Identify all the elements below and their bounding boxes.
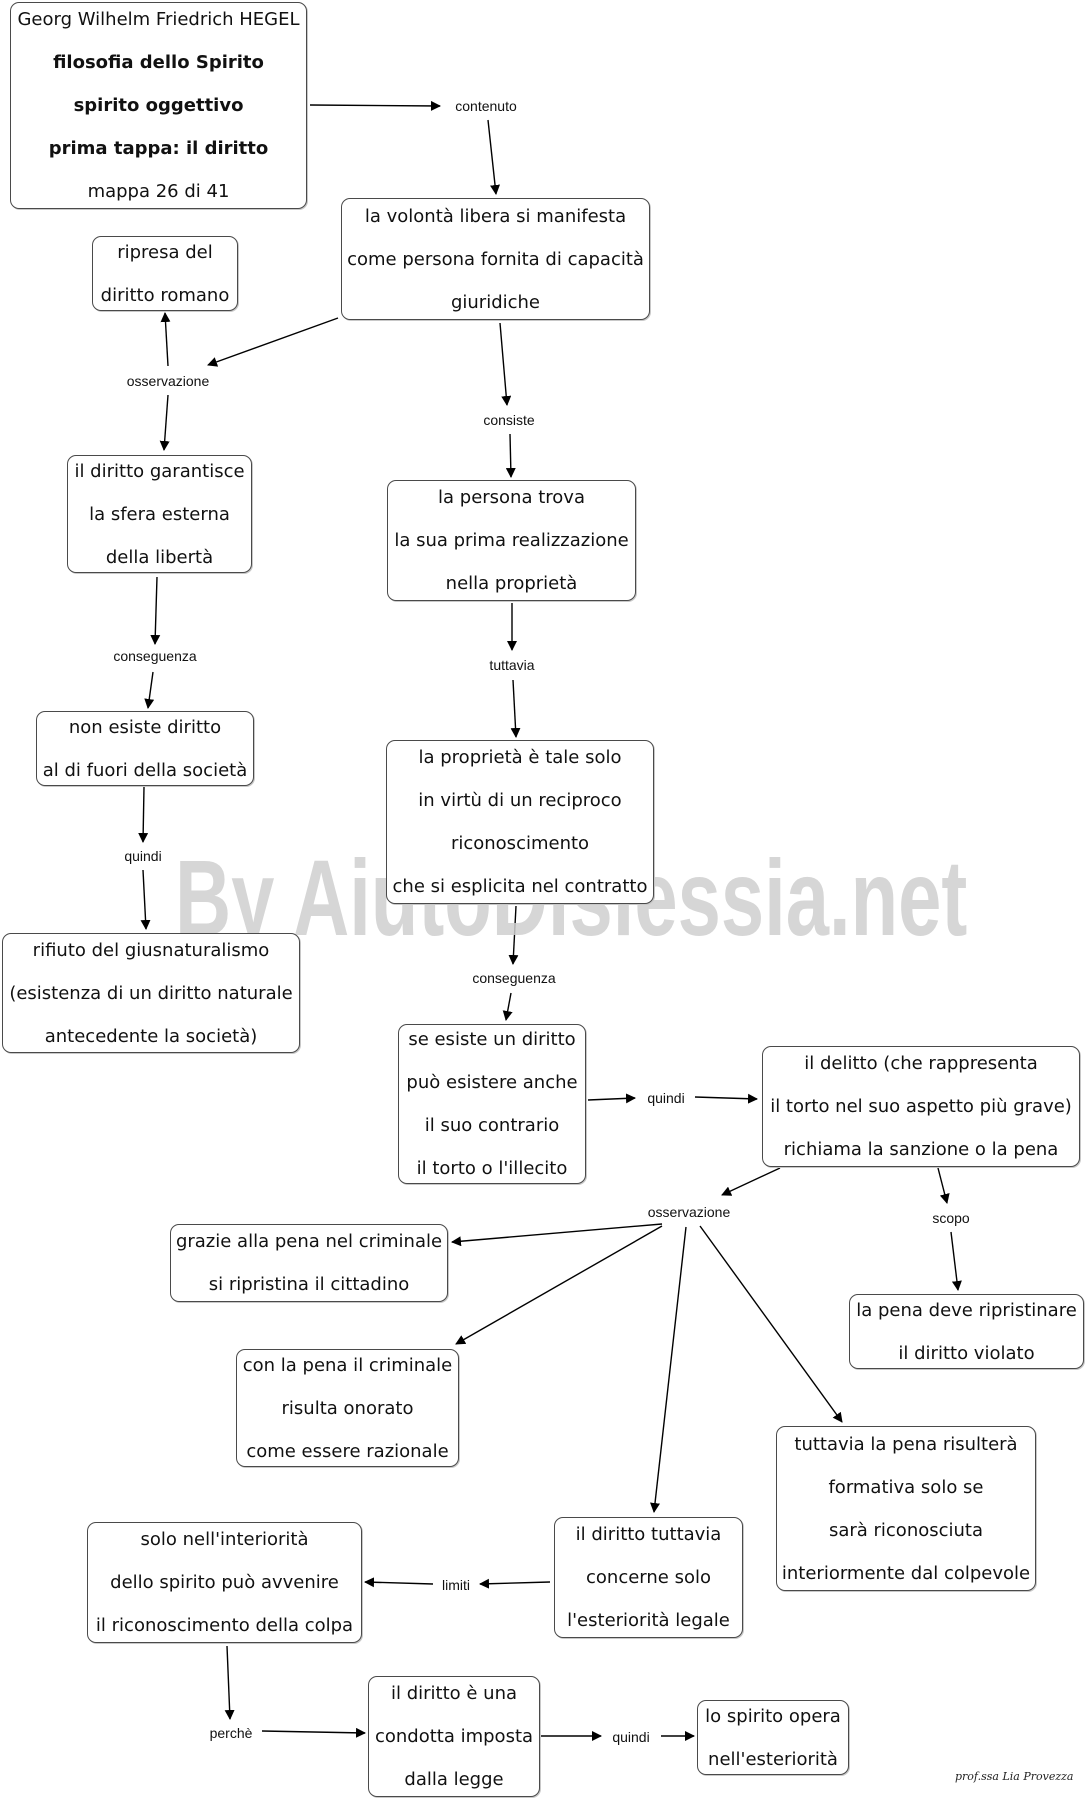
node-text: ripresa del: [117, 241, 213, 263]
node-text: al di fuori della società: [42, 759, 248, 781]
node-interiorita: solo nell'interiorità dello spirito può …: [87, 1522, 362, 1643]
node-text: della libertà: [105, 546, 214, 568]
node-grazie: grazie alla pena nel criminale si ripris…: [170, 1224, 448, 1302]
node-text: riconoscimento: [450, 833, 590, 854]
node-text: il diritto è una: [390, 1683, 518, 1704]
node-condotta: il diritto è una condotta imposta dalla …: [368, 1676, 540, 1797]
node-text: si ripristina il cittadino: [208, 1274, 410, 1295]
node-text: nell'esteriorità: [708, 1748, 838, 1770]
node-persona: la persona trova la sua prima realizzazi…: [387, 480, 636, 601]
node-text: dalla legge: [404, 1769, 504, 1790]
node-text: antecedente la società): [44, 1025, 258, 1047]
node-volonta: la volontà libera si manifesta come pers…: [341, 198, 650, 320]
node-text: concerne solo: [586, 1567, 711, 1588]
node-text: non esiste diritto: [68, 716, 222, 738]
node-text: risulta onorato: [281, 1397, 414, 1419]
link-label-osservazione: osservazione: [123, 372, 213, 390]
link-label-perche: perchè: [206, 1724, 256, 1742]
author-signature: prof.ssa Lia Provezza: [955, 1770, 1074, 1783]
node-text: che si esplicita nel contratto: [392, 876, 648, 897]
node-text: lo spirito opera: [705, 1705, 841, 1727]
link-label-consiste: consiste: [480, 411, 538, 429]
node-text: come essere razionale: [246, 1440, 449, 1462]
map-index: mappa 26 di 41: [87, 181, 230, 202]
node-esteriorita: il diritto tuttavia concerne solo l'este…: [554, 1517, 743, 1638]
node-text: la persona trova: [438, 487, 585, 508]
node-text: formativa solo se: [828, 1476, 984, 1498]
node-text: grazie alla pena nel criminale: [175, 1231, 443, 1252]
node-text: il diritto garantisce: [74, 460, 245, 482]
link-label-quindi: quindi: [121, 847, 165, 865]
node-text: giuridiche: [450, 291, 541, 313]
node-delitto: il delitto (che rappresenta il torto nel…: [762, 1046, 1080, 1167]
node-text: condotta imposta: [374, 1726, 534, 1747]
node-text: rifiuto del giusnaturalismo: [32, 939, 270, 961]
node-text: il torto nel suo aspetto più grave): [770, 1096, 1072, 1117]
title-box: Georg Wilhelm Friedrich HEGEL filosofia …: [10, 2, 307, 209]
title-line-2: spirito oggettivo: [73, 95, 244, 116]
node-text: diritto romano: [100, 284, 230, 306]
node-text: (esistenza di un diritto naturale: [9, 982, 293, 1004]
node-text: il diritto violato: [898, 1342, 1035, 1364]
node-se-esiste: se esiste un diritto può esistere anche …: [398, 1024, 586, 1184]
title-line-1: filosofia dello Spirito: [53, 52, 264, 73]
title-line-3: prima tappa: il diritto: [48, 138, 269, 159]
node-proprieta: la proprietà è tale solo in virtù di un …: [386, 740, 654, 904]
node-garantisce: il diritto garantisce la sfera esterna d…: [67, 455, 252, 573]
node-spirito-opera: lo spirito opera nell'esteriorità: [697, 1700, 849, 1775]
node-text: la sfera esterna: [89, 503, 230, 525]
node-text: l'esteriorità legale: [567, 1610, 730, 1631]
node-text: il delitto (che rappresenta: [804, 1053, 1038, 1074]
node-text: il suo contrario: [424, 1115, 560, 1136]
link-label-osservazione: osservazione: [644, 1203, 734, 1221]
node-text: con la pena il criminale: [242, 1354, 453, 1376]
node-text: interiormente dal colpevole: [781, 1562, 1031, 1584]
link-label-quindi: quindi: [609, 1728, 653, 1746]
node-onorato: con la pena il criminale risulta onorato…: [236, 1349, 459, 1467]
node-text: la pena deve ripristinare: [856, 1299, 1077, 1321]
node-text: sarà riconosciuta: [828, 1519, 984, 1541]
node-text: come persona fornita di capacità: [347, 248, 644, 270]
node-text: il riconoscimento della colpa: [95, 1615, 354, 1636]
node-text: solo nell'interiorità: [140, 1529, 309, 1550]
link-label-limiti: limiti: [439, 1576, 473, 1594]
node-text: se esiste un diritto: [408, 1029, 576, 1050]
node-text: il torto o l'illecito: [416, 1158, 568, 1179]
node-text: richiama la sanzione o la pena: [783, 1139, 1059, 1160]
link-label-scopo: scopo: [929, 1209, 973, 1227]
node-text: può esistere anche: [406, 1072, 578, 1093]
node-text: la volontà libera si manifesta: [364, 205, 627, 227]
link-label-contenuto: contenuto: [452, 97, 520, 115]
link-label-conseguenza: conseguenza: [110, 647, 200, 665]
node-text: il diritto tuttavia: [575, 1524, 722, 1545]
node-text: tuttavia la pena risulterà: [794, 1433, 1018, 1455]
node-rifiuto: rifiuto del giusnaturalismo (esistenza d…: [2, 933, 300, 1053]
link-label-conseguenza: conseguenza: [469, 969, 559, 987]
node-formativa: tuttavia la pena risulterà formativa sol…: [776, 1426, 1036, 1591]
node-non-esiste: non esiste diritto al di fuori della soc…: [36, 711, 254, 786]
node-text: la proprietà è tale solo: [418, 747, 622, 768]
node-text: la sua prima realizzazione: [394, 530, 629, 551]
node-text: in virtù di un reciproco: [418, 790, 622, 811]
node-ripristinare: la pena deve ripristinare il diritto vio…: [849, 1294, 1084, 1369]
author-name: Georg Wilhelm Friedrich HEGEL: [17, 9, 300, 30]
node-ripresa: ripresa del diritto romano: [92, 236, 238, 311]
node-text: dello spirito può avvenire: [110, 1572, 339, 1593]
link-label-tuttavia: tuttavia: [486, 656, 538, 674]
node-text: nella proprietà: [445, 573, 578, 594]
link-label-quindi: quindi: [644, 1089, 688, 1107]
